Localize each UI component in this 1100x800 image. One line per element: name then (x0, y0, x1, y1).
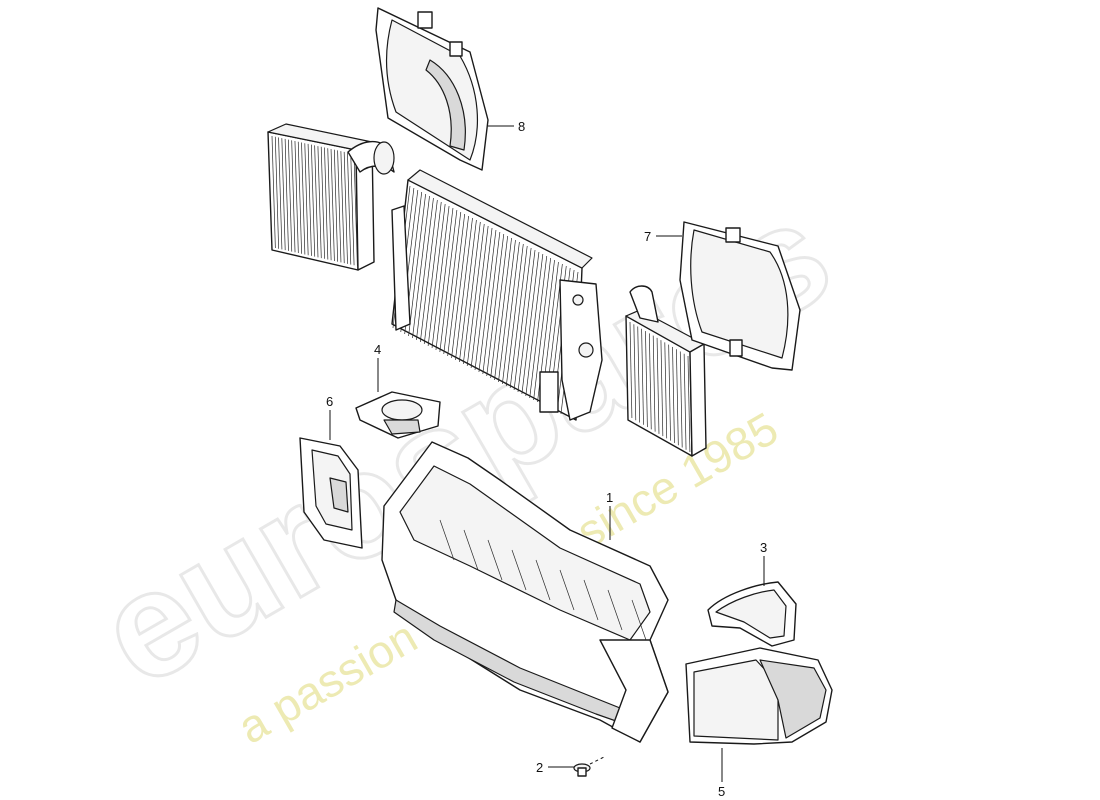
callout-4: 4 (374, 342, 381, 357)
fan-shroud-right[interactable] (679, 221, 801, 371)
air-duct-main[interactable] (381, 441, 669, 743)
callout-8: 8 (518, 119, 525, 134)
callout-2: 2 (536, 760, 543, 775)
callout-3: 3 (760, 540, 767, 555)
air-guide-small[interactable] (355, 391, 441, 439)
callout-labels: 8 7 4 6 1 3 5 2 (326, 119, 767, 799)
screw[interactable] (573, 755, 607, 777)
oil-cooler-left[interactable] (267, 123, 395, 271)
oil-cooler-right[interactable] (625, 285, 707, 457)
callout-5: 5 (718, 784, 725, 799)
leader-lines (329, 125, 765, 782)
callout-6: 6 (326, 394, 333, 409)
air-guide-right-upper[interactable] (707, 581, 797, 647)
air-duct-left[interactable] (299, 437, 363, 549)
fan-shroud-top[interactable] (375, 7, 489, 171)
callout-7: 7 (644, 229, 651, 244)
air-duct-right[interactable] (685, 647, 833, 745)
radiator-center[interactable] (391, 169, 603, 421)
callout-1: 1 (606, 490, 613, 505)
